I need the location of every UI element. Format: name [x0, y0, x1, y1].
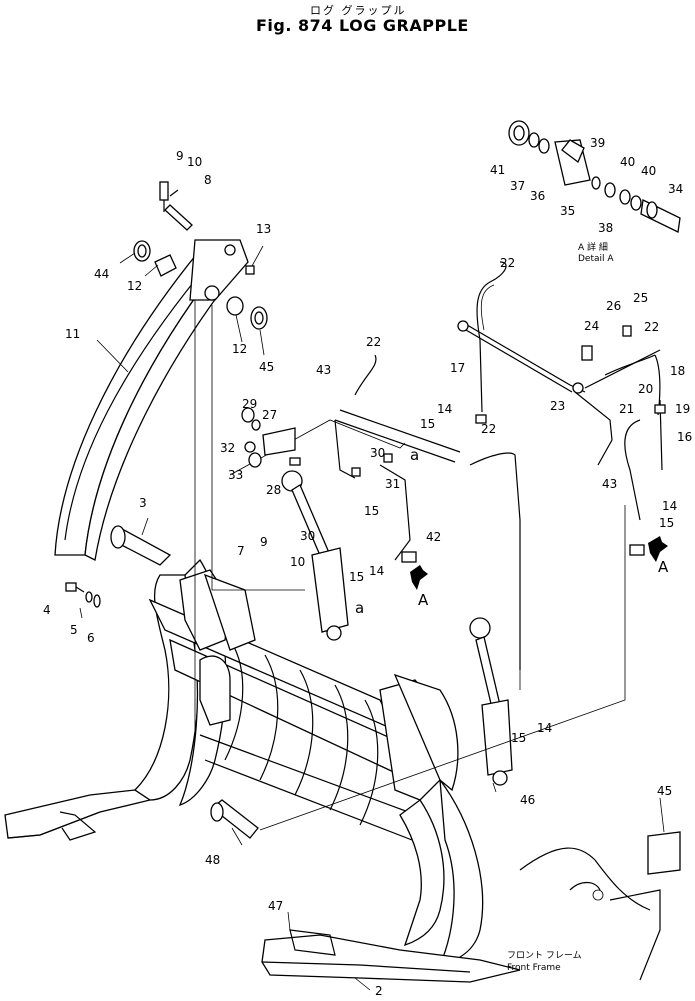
part-label: 16 [677, 430, 692, 444]
view-arrows [410, 536, 668, 590]
part-label: 13 [256, 222, 271, 236]
part-label: 30 [370, 446, 385, 460]
part-label: 24 [584, 319, 599, 333]
part-label: 47 [268, 899, 283, 913]
part-label: 38 [598, 221, 613, 235]
part-label: 43 [316, 363, 331, 377]
part-label: 32 [220, 441, 235, 455]
detail-label-jp: A 詳 細 [578, 241, 608, 253]
part-label: 39 [590, 136, 605, 150]
part-label: 2 [375, 984, 383, 998]
part-label: 21 [619, 402, 634, 416]
part-label: 31 [385, 477, 400, 491]
part-label: 42 [426, 530, 441, 544]
part-label: 29 [242, 397, 257, 411]
part-label: 36 [530, 189, 545, 203]
part-label: 44 [94, 267, 109, 281]
grapple-body [4, 525, 521, 983]
title-japanese: ログ グラップル [310, 4, 407, 17]
arrow-label-a: A [658, 558, 669, 576]
part-label: 18 [670, 364, 685, 378]
part-label: 26 [606, 299, 621, 313]
part-label: 15 [511, 731, 526, 745]
part-label: 33 [228, 468, 243, 482]
part-label: 22 [500, 256, 515, 270]
part-label: 4 [43, 603, 51, 617]
part-label: 9 [260, 535, 268, 549]
figure-title: Fig. 874 LOG GRAPPLE [256, 16, 469, 35]
part-label: 45 [259, 360, 274, 374]
part-label: 14 [437, 402, 452, 416]
hydraulic-cylinder-right [469, 617, 513, 786]
part-label: 17 [450, 361, 465, 375]
part-label: 5 [70, 623, 78, 637]
part-label: 46 [520, 793, 535, 807]
part-label: 35 [560, 204, 575, 218]
part-label: 27 [262, 408, 277, 422]
detail-label-en: Detail A [578, 254, 614, 264]
front-frame-label-en: Front Frame [507, 963, 561, 973]
part-label: 19 [675, 402, 690, 416]
part-label: 14 [537, 721, 552, 735]
arrow-label-a: A [418, 591, 429, 609]
part-label: 12 [232, 342, 247, 356]
connection-label-a: a [355, 599, 364, 617]
part-label: 37 [510, 179, 525, 193]
leader-lines [79, 245, 665, 991]
part-label: 14 [662, 499, 677, 513]
part-label: 30 [300, 529, 315, 543]
front-frame [519, 831, 681, 981]
part-label: 34 [668, 182, 683, 196]
connection-label-a: a [410, 446, 419, 464]
annotation-labels: A A a a A 詳 細 Detail A フロント フレーム Front F… [355, 241, 669, 973]
part-label: 48 [205, 853, 220, 867]
part-label: 40 [641, 164, 656, 178]
part-label: 3 [139, 496, 147, 510]
bracket-parts-left [241, 407, 301, 468]
detail-a [508, 120, 681, 233]
part-label: 22 [644, 320, 659, 334]
part-label: 22 [481, 422, 496, 436]
part-label: 7 [237, 544, 245, 558]
hydraulic-lines [229, 261, 666, 831]
part-label: 9 [176, 149, 184, 163]
part-label: 8 [204, 173, 212, 187]
front-frame-label-jp: フロント フレーム [507, 950, 582, 961]
part-label: 25 [633, 291, 648, 305]
hydraulic-cylinder-left [281, 470, 349, 641]
part-label: 6 [87, 631, 95, 645]
part-label: 14 [369, 564, 384, 578]
grapple-arm [54, 239, 305, 740]
part-label: 10 [187, 155, 202, 169]
part-label: 22 [366, 335, 381, 349]
part-label: 41 [490, 163, 505, 177]
part-labels: 2 3 4 5 6 7 8 9 9 10 10 11 12 12 13 14 1… [43, 136, 692, 998]
part-label: 12 [127, 279, 142, 293]
pin-assembly-top [133, 181, 268, 330]
part-label: 40 [620, 155, 635, 169]
part-label: 10 [290, 555, 305, 569]
part-label: 45 [657, 784, 672, 798]
part-label: 15 [420, 417, 435, 431]
part-label: 15 [659, 516, 674, 530]
part-label: 28 [266, 483, 281, 497]
part-label: 23 [550, 399, 565, 413]
part-label: 15 [364, 504, 379, 518]
part-label: 15 [349, 570, 364, 584]
part-label: 11 [65, 327, 80, 341]
part-label: 43 [602, 477, 617, 491]
part-label: 20 [638, 382, 653, 396]
